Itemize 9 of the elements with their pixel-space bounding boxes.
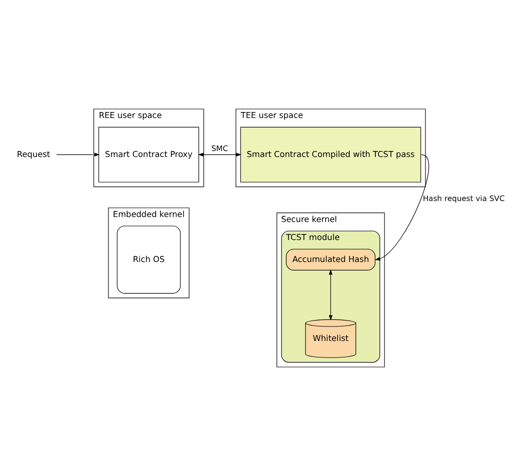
node-text: Request [16, 148, 50, 158]
node-box: Rich OS [116, 225, 181, 294]
node-box: Smart Contract Compiled with TCST pass [240, 126, 422, 182]
arrow [56, 152, 100, 156]
arrow [198, 152, 242, 156]
arrow [328, 268, 333, 320]
node-box: Accumulated Hash [286, 248, 376, 270]
arrow [374, 154, 429, 260]
node-box: Smart Contract Proxy [98, 126, 200, 182]
